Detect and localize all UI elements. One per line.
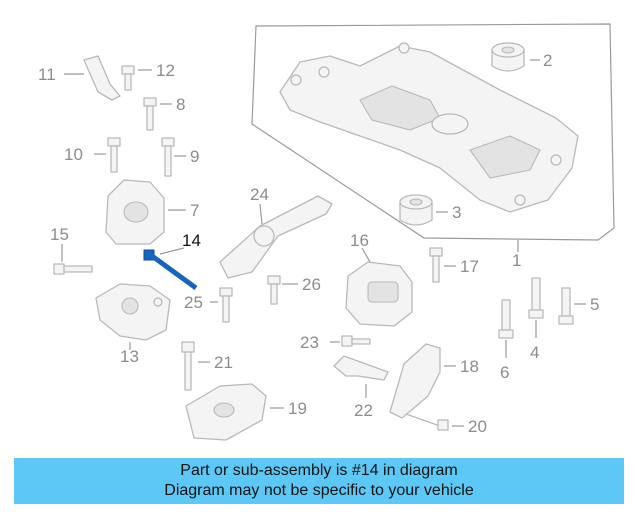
mount-19 bbox=[185, 383, 267, 441]
engine-mount-7 bbox=[105, 179, 165, 245]
callout-3: 3 bbox=[452, 203, 461, 222]
caption-line-2: Diagram may not be specific to your vehi… bbox=[164, 482, 474, 499]
callout-25: 25 bbox=[184, 293, 203, 312]
mount-16 bbox=[345, 261, 413, 327]
torque-arm-24 bbox=[219, 195, 333, 279]
callout-7: 7 bbox=[190, 201, 199, 220]
subframe bbox=[279, 42, 579, 213]
callout-21: 21 bbox=[214, 353, 233, 372]
bracket-11 bbox=[83, 55, 121, 101]
bushing-3 bbox=[399, 194, 433, 226]
bolt-17 bbox=[429, 247, 443, 283]
callout-13: 13 bbox=[120, 347, 139, 366]
callout-17: 17 bbox=[460, 257, 479, 276]
callout-23: 23 bbox=[300, 333, 319, 352]
callout-19: 19 bbox=[288, 399, 307, 418]
callout-16: 16 bbox=[350, 231, 369, 250]
callout-9: 9 bbox=[190, 147, 199, 166]
callout-18: 18 bbox=[460, 357, 479, 376]
bolt-9 bbox=[161, 137, 175, 177]
subframe-box bbox=[251, 23, 615, 241]
callout-6: 6 bbox=[500, 363, 509, 382]
callout-5: 5 bbox=[590, 295, 599, 314]
trans-mount-13 bbox=[95, 283, 171, 341]
bolt-20 bbox=[405, 413, 449, 431]
caption-banner: Part or sub-assembly is #14 in diagram D… bbox=[14, 458, 624, 504]
callout-1: 1 bbox=[512, 251, 521, 270]
bolt-6 bbox=[498, 299, 514, 339]
bolt-8 bbox=[143, 97, 157, 131]
bolt-10 bbox=[107, 137, 121, 173]
callout-10: 10 bbox=[64, 145, 83, 164]
callout-15: 15 bbox=[50, 225, 69, 244]
bolt-5 bbox=[558, 287, 574, 325]
bushing-2 bbox=[491, 42, 525, 72]
callout-8: 8 bbox=[176, 95, 185, 114]
callout-2: 2 bbox=[543, 51, 552, 70]
callout-22: 22 bbox=[354, 401, 373, 420]
bolt-4 bbox=[528, 277, 544, 319]
callout-4: 4 bbox=[530, 343, 539, 362]
bolt-15 bbox=[53, 263, 93, 275]
bolt-25 bbox=[219, 287, 233, 323]
bolt-26 bbox=[267, 275, 281, 305]
bracket-22 bbox=[333, 355, 389, 381]
bolt-23 bbox=[341, 335, 371, 347]
bolt-12 bbox=[121, 65, 135, 91]
callout-11: 11 bbox=[38, 65, 56, 84]
bracket-18 bbox=[389, 343, 441, 419]
callout-26: 26 bbox=[302, 275, 321, 294]
bolt-14 bbox=[143, 249, 198, 291]
callout-12: 12 bbox=[156, 61, 175, 80]
bolt-21 bbox=[181, 341, 195, 391]
callout-14: 14 bbox=[182, 231, 201, 250]
caption-line-1: Part or sub-assembly is #14 in diagram bbox=[180, 462, 458, 479]
callout-24: 24 bbox=[250, 185, 269, 204]
callout-20: 20 bbox=[468, 417, 487, 436]
